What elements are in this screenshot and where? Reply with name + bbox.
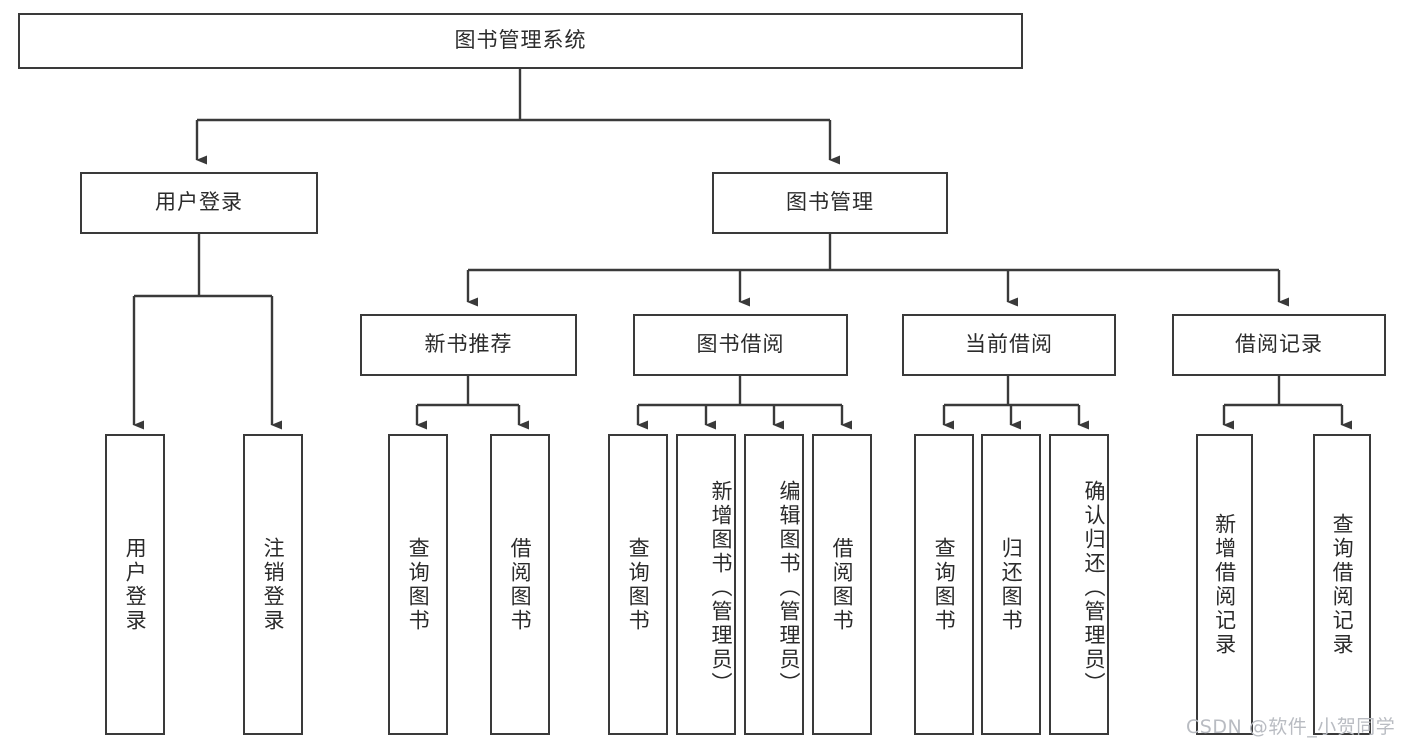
leaf-borrow-book-borrow[interactable]: 借阅图书 xyxy=(812,434,872,735)
leaf-borrow-book-recommend[interactable]: 借阅图书 xyxy=(490,434,550,735)
leaf-confirm-return[interactable]: 确认归还（管理员） xyxy=(1049,434,1109,735)
leaf-add-borrow-record[interactable]: 新增借阅记录 xyxy=(1196,434,1253,735)
node-book-manage[interactable]: 图书管理 xyxy=(712,172,948,234)
leaf-add-book[interactable]: 新增图书（管理员） xyxy=(676,434,736,735)
leaf-query-book-recommend[interactable]: 查询图书 xyxy=(388,434,448,735)
leaf-return-book[interactable]: 归还图书 xyxy=(981,434,1041,735)
node-book-borrow[interactable]: 图书借阅 xyxy=(633,314,848,376)
leaf-edit-book[interactable]: 编辑图书（管理员） xyxy=(744,434,804,735)
node-current-borrow[interactable]: 当前借阅 xyxy=(902,314,1116,376)
leaf-query-borrow-record[interactable]: 查询借阅记录 xyxy=(1313,434,1371,735)
leaf-user-login[interactable]: 用户登录 xyxy=(105,434,165,735)
watermark-csdn: CSDN @软件_小贺同学 xyxy=(1186,716,1396,738)
node-user-login[interactable]: 用户登录 xyxy=(80,172,318,234)
leaf-logout-login[interactable]: 注销登录 xyxy=(243,434,303,735)
leaf-query-book-current[interactable]: 查询图书 xyxy=(914,434,974,735)
leaf-query-book-borrow[interactable]: 查询图书 xyxy=(608,434,668,735)
node-new-book-recommend[interactable]: 新书推荐 xyxy=(360,314,577,376)
node-borrow-record[interactable]: 借阅记录 xyxy=(1172,314,1386,376)
node-root-system[interactable]: 图书管理系统 xyxy=(18,13,1023,69)
